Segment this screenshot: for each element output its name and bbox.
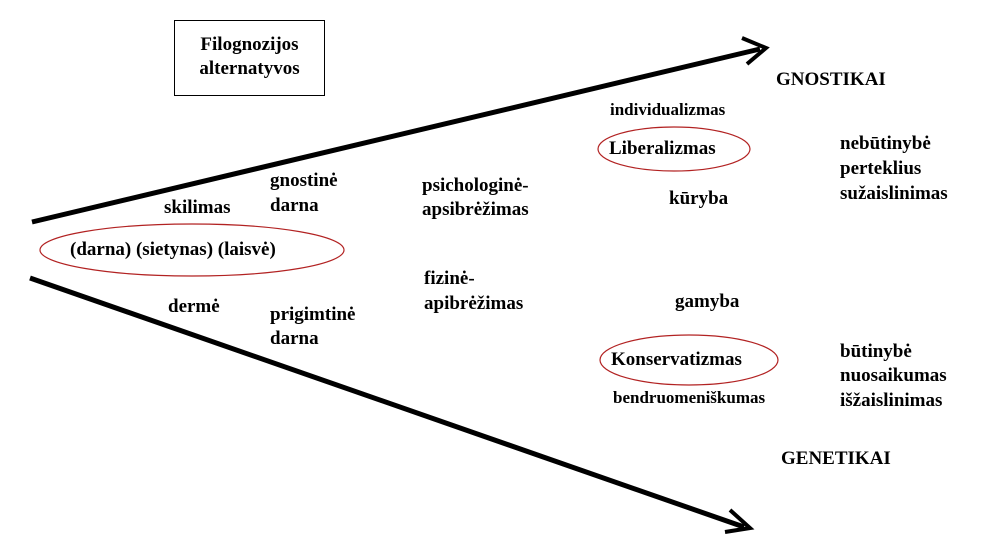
center-ellipse (39, 223, 345, 277)
lower-arrow-line (29, 275, 745, 530)
conservative-trait-3: išžaislinimas (840, 390, 943, 411)
lower-harmony-2: darna (270, 328, 319, 349)
lower-definition-2: apibrėžimas (424, 293, 524, 314)
liberal-name: Liberalizmas (609, 138, 716, 159)
upper-harmony-2: darna (270, 195, 319, 216)
liberal-above: individualizmas (610, 100, 726, 119)
upper-arrow-line (31, 46, 761, 225)
group-genetikai: GENETIKAI (781, 448, 891, 469)
upper-definition-2: apsibrėžimas (422, 199, 529, 220)
liberal-trait-1: nebūtinybė (840, 133, 931, 154)
upper-definition-1: psichologinė- (422, 175, 529, 196)
conservative-trait-2: nuosaikumas (840, 365, 947, 386)
lower-label: dermė (168, 296, 220, 317)
center-ellipse-text: (darna) (sietynas) (laisvė) (70, 239, 276, 260)
title-line-1: Filognozijos (200, 34, 299, 55)
liberal-ellipse (597, 126, 751, 172)
upper-harmony-1: gnostinė (270, 170, 338, 191)
group-gnostikai: GNOSTIKAI (776, 69, 886, 90)
title-box: Filognozijos alternatyvos (174, 20, 325, 96)
lower-definition-1: fizinė- (424, 268, 475, 289)
conservative-below: bendruomeniškumas (613, 388, 766, 407)
conservative-ellipse (599, 334, 779, 386)
lower-harmony-1: prigimtinė (270, 304, 356, 325)
conservative-above: gamyba (675, 291, 740, 312)
conservative-name: Konservatizmas (611, 349, 742, 370)
lower-arrowhead (724, 508, 755, 534)
upper-label: skilimas (164, 197, 231, 218)
liberal-below: kūryba (669, 188, 729, 209)
liberal-trait-2: perteklius (840, 158, 922, 179)
liberal-trait-3: sužaislinimas (840, 183, 948, 204)
title-line-2: alternatyvos (199, 58, 300, 79)
conservative-trait-1: būtinybė (840, 341, 912, 362)
upper-arrowhead (741, 36, 770, 66)
